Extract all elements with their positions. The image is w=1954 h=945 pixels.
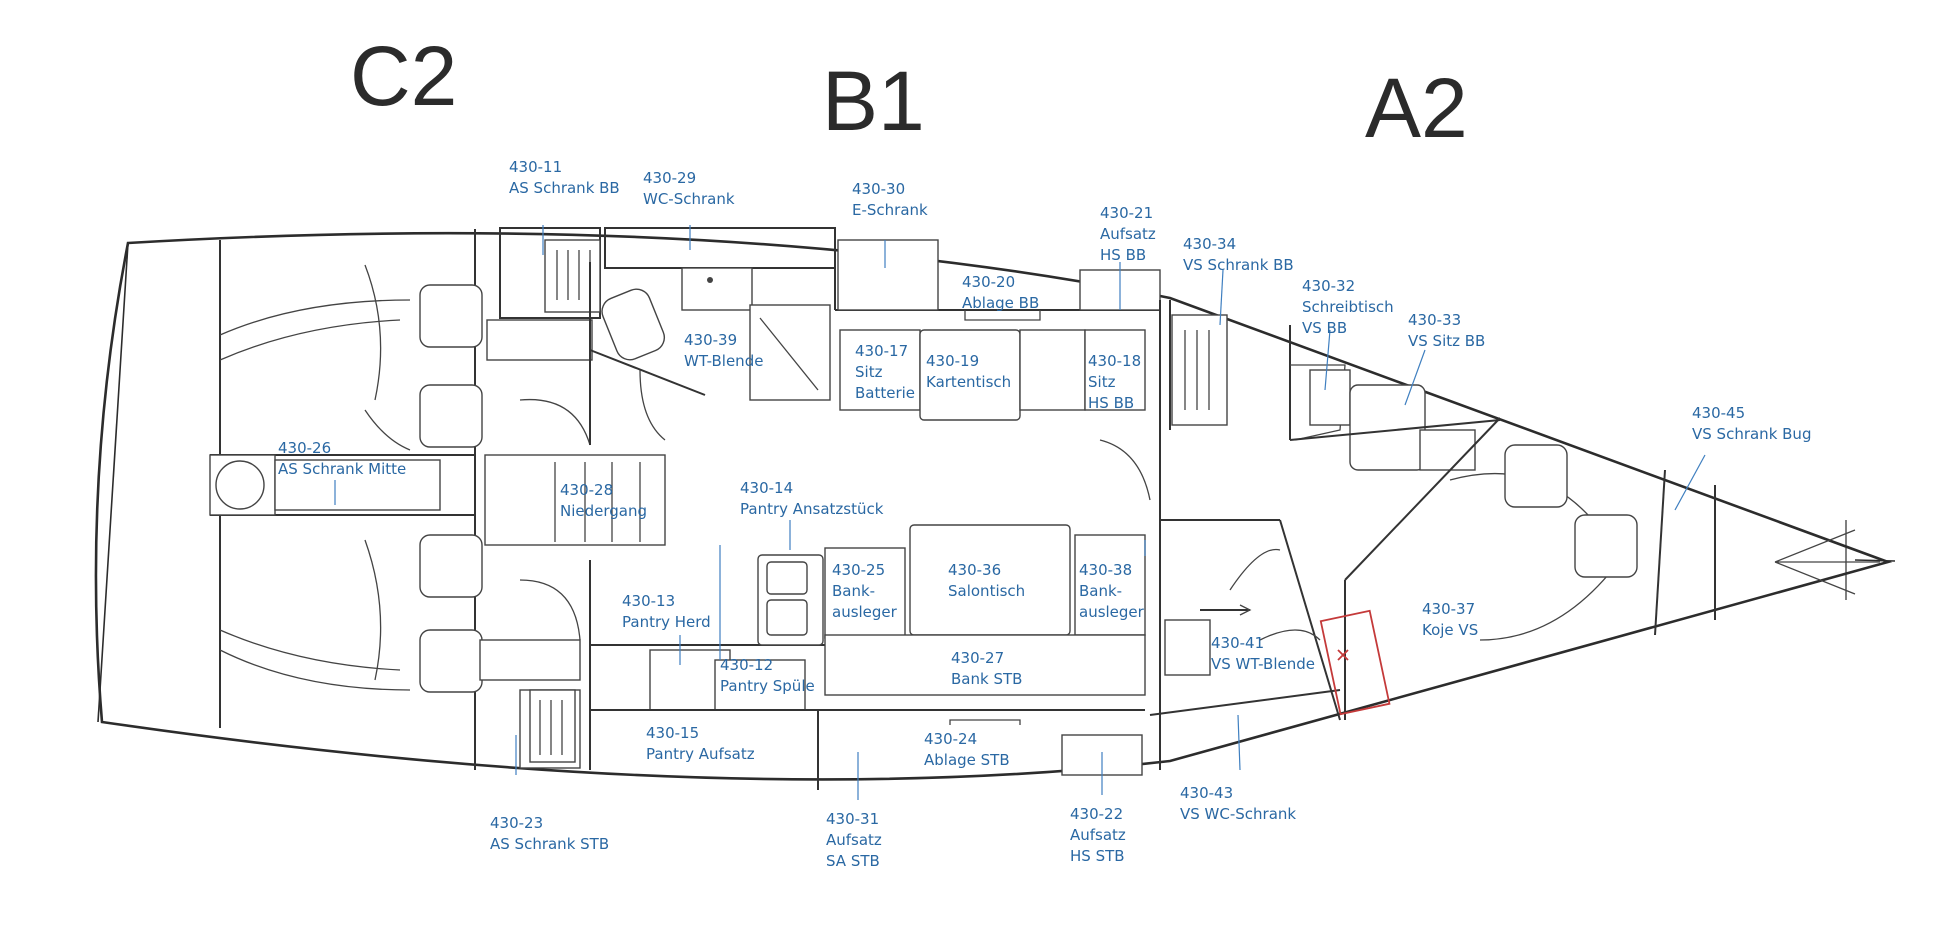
- hull-outline: [94, 231, 1896, 781]
- zone-label-c2: C2: [350, 29, 457, 123]
- aft-heads: [479, 227, 836, 770]
- forward-area: [1149, 300, 1716, 721]
- saloon-area: [590, 235, 1161, 790]
- zone-label-a2: A2: [1365, 61, 1468, 155]
- zone-label-b1: B1: [822, 54, 925, 148]
- leader-lines: [334, 225, 1706, 800]
- aft-cabins: [209, 229, 483, 770]
